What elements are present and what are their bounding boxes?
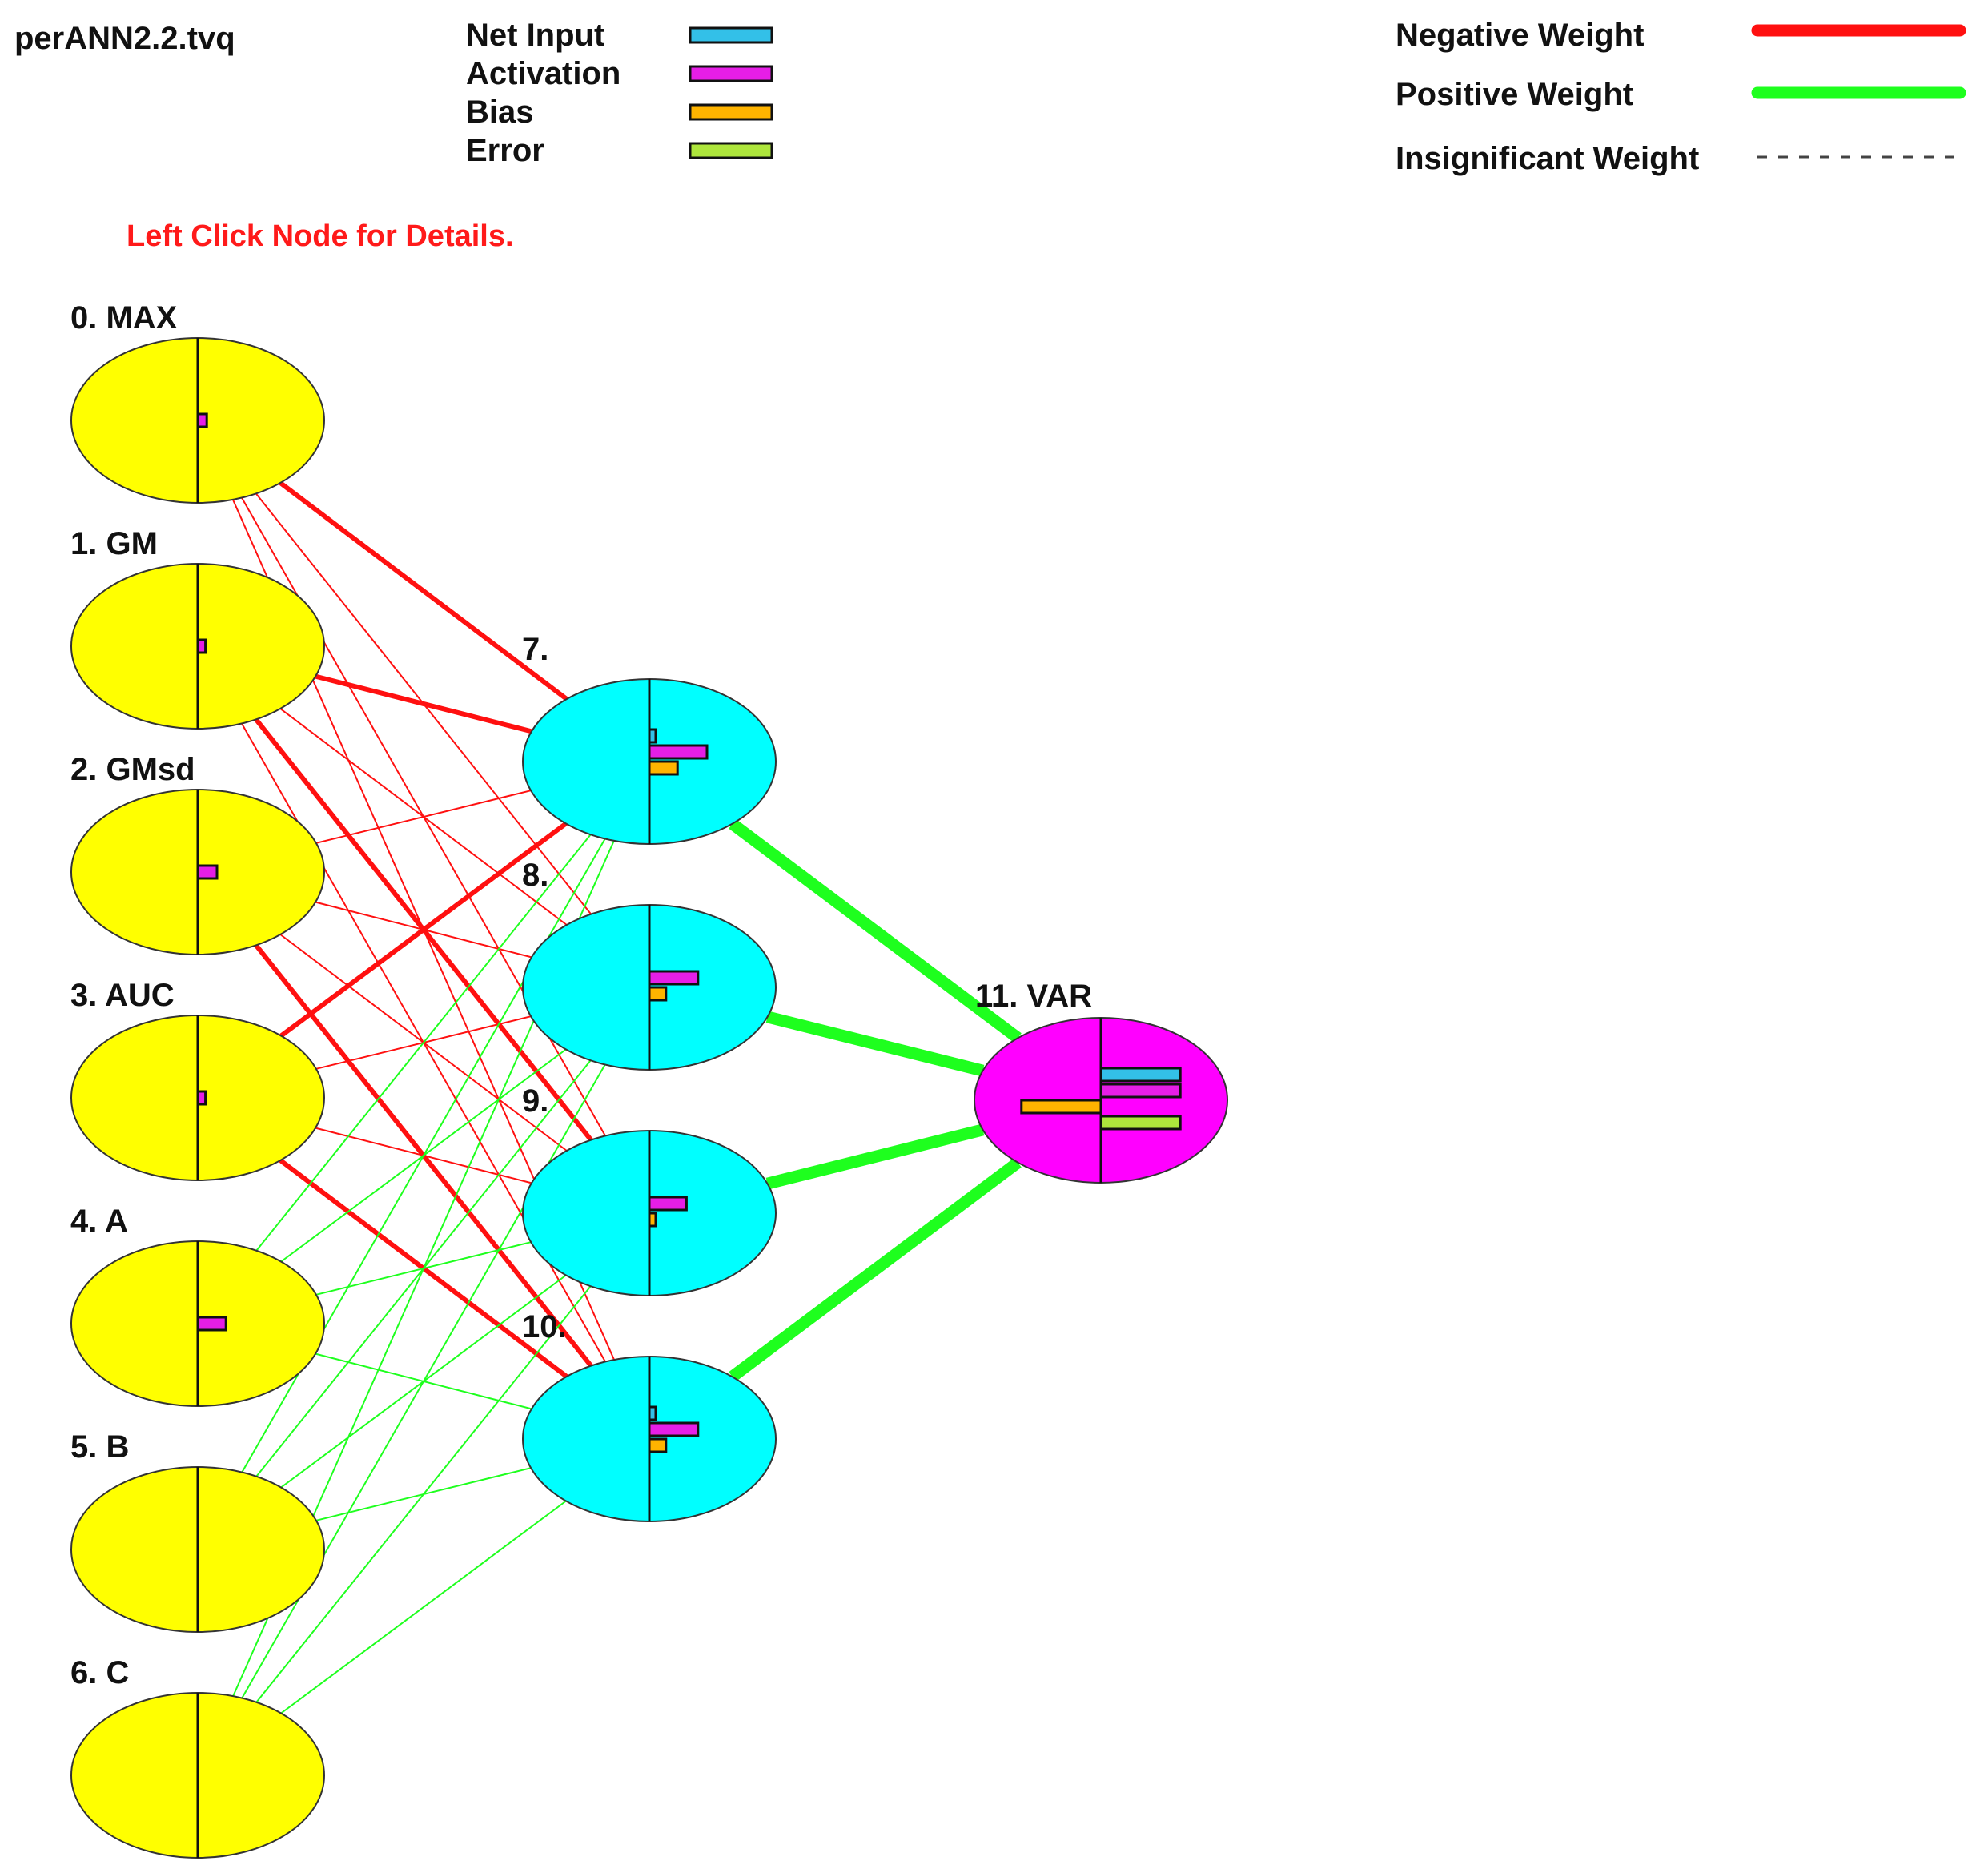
edge-2-7 [315,790,532,844]
legend-bias-swatch [689,103,773,121]
node-9[interactable]: 9. [522,1083,777,1296]
node-2-label: 2. GMsd [70,752,195,787]
node-10-activation-bar [648,1421,700,1437]
node-8-activation-bar [648,970,700,986]
node-0[interactable]: 0. MAX [70,300,325,504]
legend-activation-swatch [689,65,773,82]
edge-1-7 [315,673,532,734]
node-3-activation-bar [196,1090,207,1106]
edge-3-7 [279,822,568,1038]
node-0-activation-bar [196,412,208,428]
node-4-activation-bar [196,1316,227,1332]
edge-4-7 [255,834,592,1252]
node-7-activation-bar [648,744,709,760]
edge-0-7 [279,480,568,701]
node-11-error-bar [1099,1115,1182,1131]
node-1[interactable]: 1. GM [70,526,325,730]
edge-5-7 [241,838,606,1473]
edge-7-11 [729,818,1022,1043]
legend-bias-label: Bias [466,94,534,130]
node-0-label: 0. MAX [70,300,178,336]
node-11-activation-bar [1099,1083,1182,1099]
node-6-label: 6. C [70,1655,129,1690]
legend-error-swatch [689,142,773,159]
node-4[interactable]: 4. A [70,1204,325,1407]
node-11[interactable]: 11. VAR [974,979,1228,1184]
node-11-bias-bar [1020,1099,1102,1115]
node-5-label: 5. B [70,1429,129,1465]
node-8-bias-bar [648,986,668,1002]
node-1-label: 1. GM [70,526,158,561]
edge-6-8 [241,1064,606,1698]
node-9-activation-bar [648,1196,688,1212]
edge-9-11 [765,1123,985,1190]
legend-net-input-swatch [689,26,773,44]
node-10[interactable]: 10. [522,1309,777,1522]
node-3-label: 3. AUC [70,978,175,1013]
node-11-label: 11. VAR [975,979,1092,1014]
node-2-activation-bar [196,864,219,880]
node-5[interactable]: 5. B [70,1429,325,1633]
node-10-bias-bar [648,1437,668,1453]
node-8[interactable]: 8. [522,858,777,1071]
edge-6-9 [255,1285,592,1703]
node-7-label: 7. [522,632,548,667]
edge-10-11 [729,1157,1022,1382]
node-4-label: 4. A [70,1204,128,1239]
legend-negative-weight-label: Negative Weight [1396,18,1645,53]
node-10-net-input-bar [648,1405,657,1421]
details-hint: Left Click Node for Details. [127,219,514,253]
legend-positive-weight-label: Positive Weight [1396,77,1634,112]
node-7-net-input-bar [648,728,657,744]
legend-net-input-label: Net Input [466,18,605,53]
edge-6-10 [280,1500,567,1714]
node-10-label: 10. [522,1309,567,1344]
file-title: perANN2.2.tvq [14,21,235,56]
node-9-label: 9. [522,1083,548,1119]
legend-insignificant-weight-label: Insignificant Weight [1396,141,1700,176]
node-6[interactable]: 6. C [70,1655,325,1859]
node-8-label: 8. [522,858,548,893]
node-9-bias-bar [648,1212,657,1228]
edge-8-11 [765,1011,985,1077]
weight-edges [231,480,1022,1714]
node-1-activation-bar [196,638,207,654]
node-7-bias-bar [648,760,679,776]
node-2[interactable]: 2. GMsd [70,752,325,955]
network-nodes: 0. MAX 1. GM 2. GMsd 3. AUC 4. A 5. B 6. C 7. 8.… [70,300,1228,1859]
node-7[interactable]: 7. [522,632,777,845]
legend-activation-label: Activation [466,56,621,91]
node-11-net-input-bar [1099,1067,1182,1083]
node-3[interactable]: 3. AUC [70,978,325,1181]
legend-error-label: Error [466,133,544,168]
legend-swatches [689,24,1966,159]
